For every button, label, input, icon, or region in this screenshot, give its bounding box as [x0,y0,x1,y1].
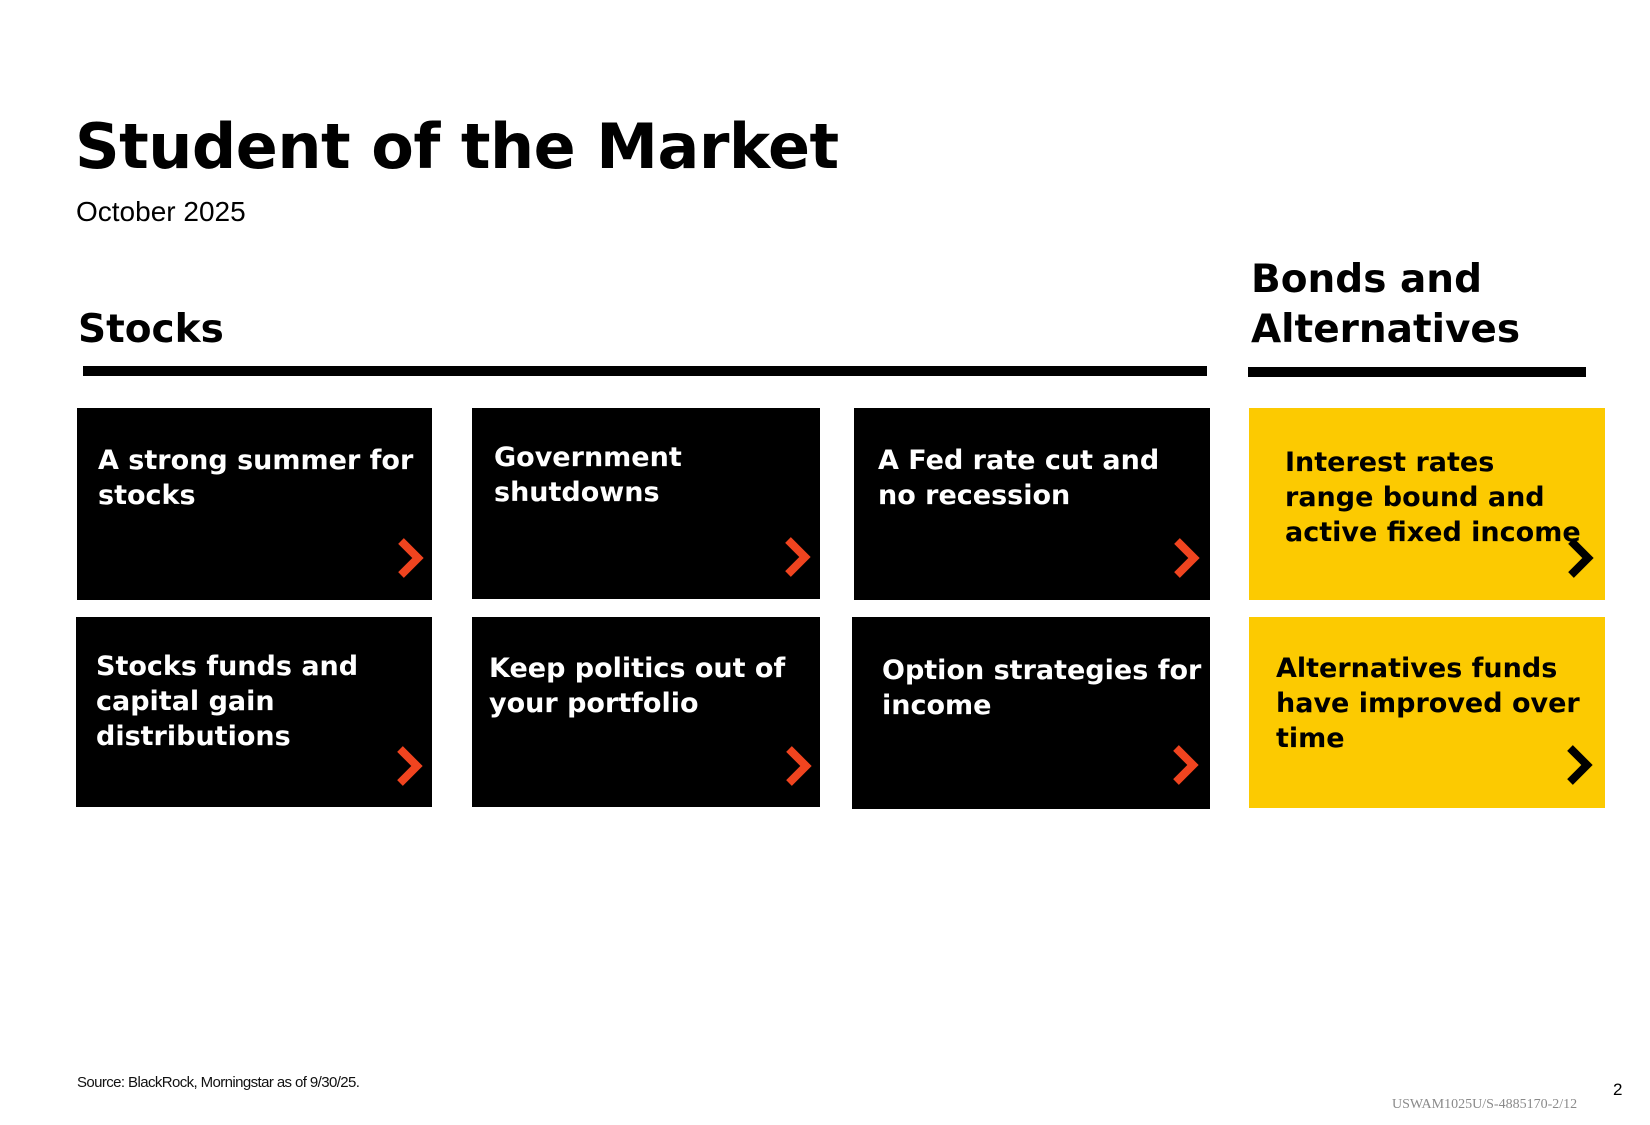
card-label: A Fed rate cut and no recession [878,445,1160,511]
page-date: October 2025 [76,196,246,227]
card-label: Option strategies for income [882,655,1202,721]
page-number: 2 [1613,1080,1623,1099]
card-option-strategies[interactable]: Option strategies for income [852,617,1210,809]
card-capital-gain-distributions[interactable]: Stocks funds and capital gain distributi… [76,617,432,807]
stocks-divider [83,366,1207,376]
card-alternatives-funds[interactable]: Alternatives funds have improved over ti… [1249,617,1605,808]
source-note: Source: BlackRock, Morningstar as of 9/3… [77,1074,360,1091]
card-label: A strong summer for stocks [98,445,414,511]
card-label: Keep politics out of your portfolio [489,653,786,719]
card-strong-summer[interactable]: A strong summer for stocks [77,408,432,600]
chevron-right-icon [1565,536,1595,580]
card-interest-rates[interactable]: Interest rates range bound and active fi… [1249,408,1605,600]
card-label: Stocks funds and capital gain distributi… [96,651,359,752]
stocks-section-heading: Stocks [78,307,224,352]
chevron-right-icon [1170,743,1200,787]
card-fed-rate-cut[interactable]: A Fed rate cut and no recession [854,408,1210,600]
chevron-right-icon [1564,743,1594,787]
document-code: USWAM1025U/S-4885170-2/12 [1392,1097,1578,1112]
chevron-right-icon [783,744,813,788]
card-government-shutdowns[interactable]: Government shutdowns [472,408,820,599]
chevron-right-icon [1171,536,1201,580]
chevron-right-icon [395,536,425,580]
card-label: Alternatives funds have improved over ti… [1276,653,1580,754]
card-label: Interest rates range bound and active fi… [1285,447,1581,548]
page-title: Student of the Market [75,110,839,183]
bonds-divider [1248,367,1586,377]
chevron-right-icon [394,744,424,788]
bonds-section-heading: Bonds and Alternatives [1251,257,1521,352]
chevron-right-icon [782,535,812,579]
card-label: Government shutdowns [494,442,682,508]
card-politics-portfolio[interactable]: Keep politics out of your portfolio [472,617,820,807]
